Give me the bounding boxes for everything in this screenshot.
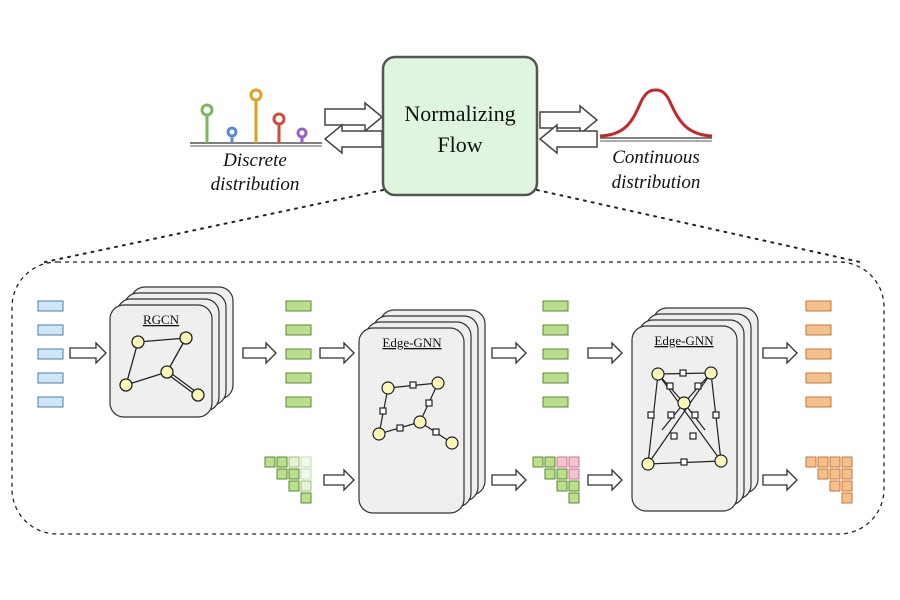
node-features-green-2 — [542, 300, 569, 408]
continuous-distribution-icon — [599, 88, 713, 142]
arrow-icon — [762, 341, 798, 365]
arrow-icon — [323, 468, 355, 492]
discrete-label-line2: distribution — [211, 174, 300, 195]
discrete-label-line1: Discrete — [222, 150, 287, 171]
arrow-icon — [491, 468, 527, 492]
arrow-icon — [587, 468, 623, 492]
flow-label-line1: Normalizing — [404, 101, 515, 126]
discrete-distribution-icon — [190, 88, 322, 147]
continuous-label-line2: distribution — [612, 172, 701, 193]
arrow-icon — [491, 341, 527, 365]
continuous-label-line1: Continuous — [612, 147, 700, 168]
rgcn-module — [109, 286, 234, 418]
edge-matrix-mixed — [532, 456, 580, 504]
rgcn-label: RGCN — [143, 312, 180, 327]
detail-container — [11, 261, 885, 535]
node-features-green-1 — [285, 300, 312, 408]
arrow-icon — [69, 341, 107, 365]
flow-label-line2: Flow — [437, 132, 482, 157]
left-double-arrow-icon — [323, 101, 384, 155]
edge-gnn-label-2: Edge-GNN — [654, 333, 714, 348]
output-edge-matrix — [805, 456, 853, 504]
arrow-icon — [319, 341, 355, 365]
zoom-line-right — [536, 189, 861, 263]
right-double-arrow-icon — [538, 104, 599, 155]
arrow-icon — [587, 341, 623, 365]
zoom-line-left — [44, 189, 384, 263]
edge-matrix-green-1 — [264, 456, 312, 504]
input-node-features — [37, 300, 64, 408]
arrow-icon — [242, 341, 277, 365]
normalizing-flow-box — [381, 55, 539, 197]
edge-gnn-graph-icon-2 — [641, 366, 728, 471]
edge-gnn-graph-icon-1 — [372, 376, 459, 450]
edge-gnn-label-1: Edge-GNN — [382, 335, 442, 350]
arrow-icon — [762, 468, 798, 492]
output-node-features — [805, 300, 832, 408]
rgcn-graph-icon — [119, 331, 205, 402]
